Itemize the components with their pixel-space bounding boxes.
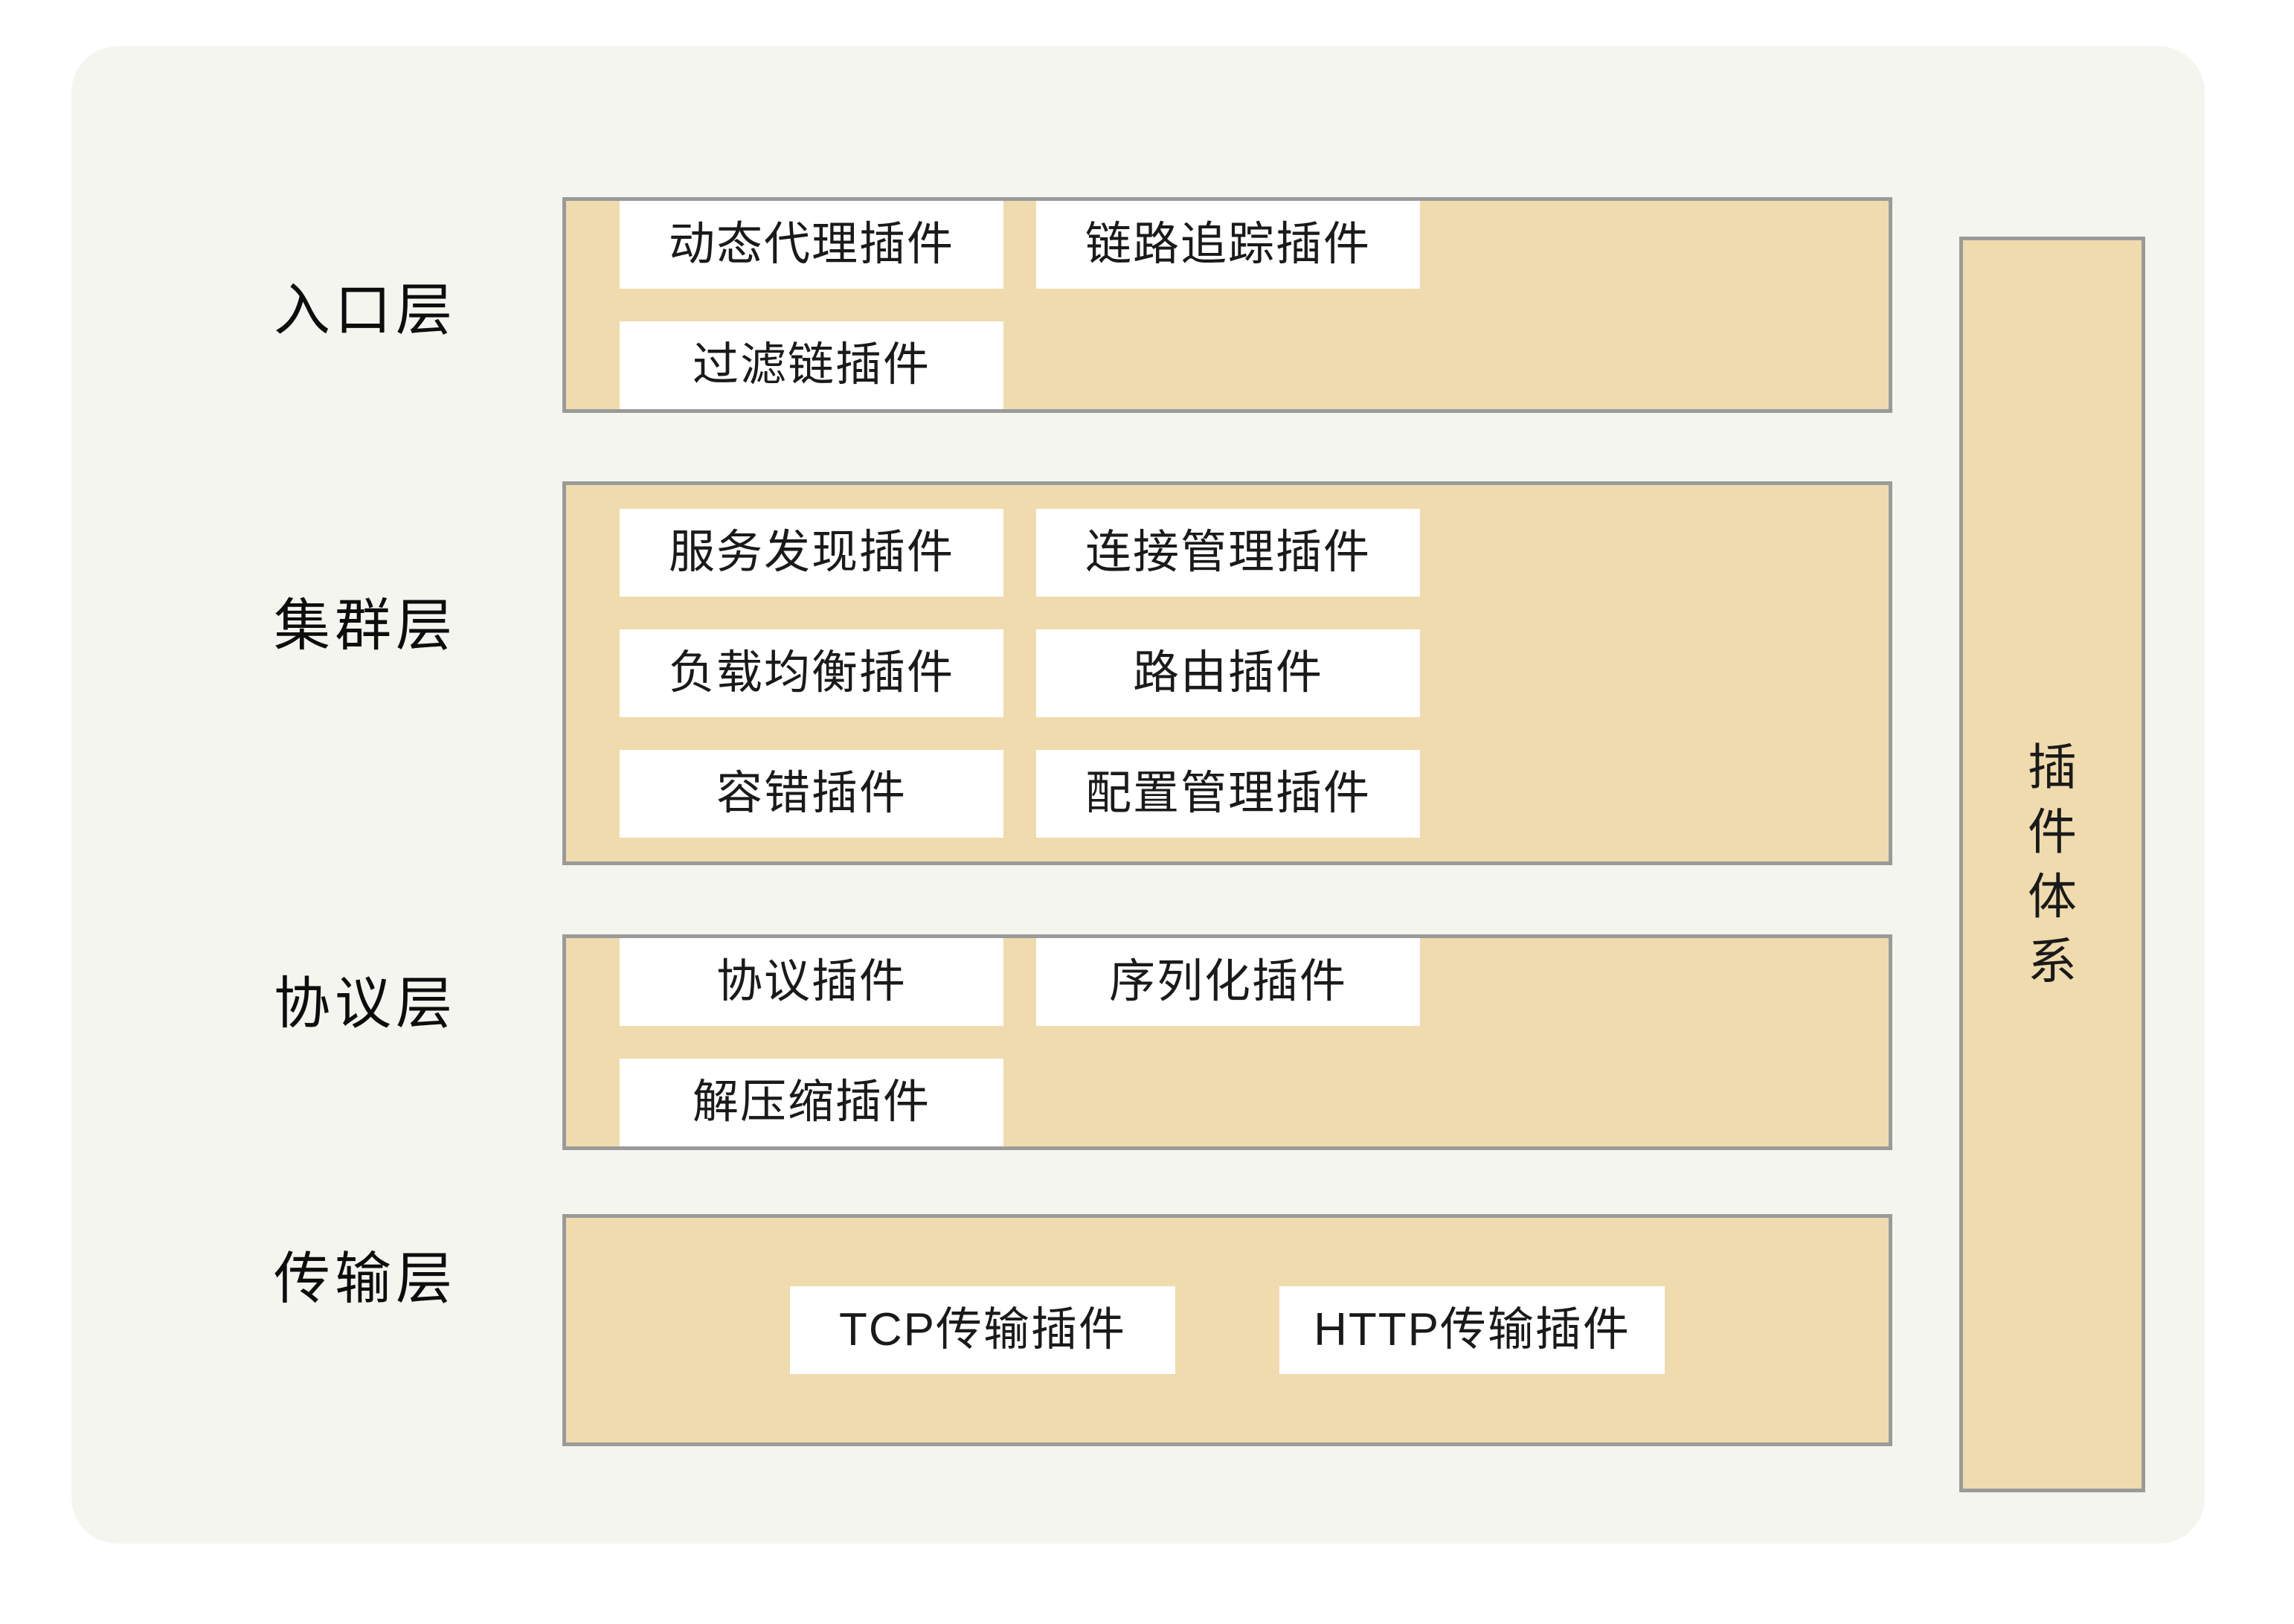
plugin-chip[interactable]: 容错插件 <box>620 750 1003 838</box>
plugin-system-column: 插 件 体 系 <box>1959 237 2145 1492</box>
plugin-chip[interactable]: 配置管理插件 <box>1036 750 1420 838</box>
layer-band-entry: 动态代理插件 链路追踪插件 过滤链插件 <box>562 197 1892 413</box>
layer-band-protocol: 协议插件 序列化插件 解压缩插件 <box>562 934 1892 1150</box>
layer-label-protocol: 协议层 <box>274 972 457 1036</box>
plugin-chip[interactable]: 链路追踪插件 <box>1036 201 1420 289</box>
plugin-system-label: 插 件 体 系 <box>2028 739 2077 989</box>
layer-label-transport: 传输层 <box>274 1248 457 1311</box>
layer-band-cluster: 服务发现插件 连接管理插件 负载均衡插件 路由插件 容错插件 配置管理插件 <box>562 481 1892 865</box>
plugin-chip[interactable]: 过滤链插件 <box>620 321 1003 409</box>
diagram-card: 入口层 动态代理插件 链路追踪插件 过滤链插件 集群层 服务发现插件 连接管理插… <box>71 46 2205 1544</box>
chip-grid-entry: 动态代理插件 链路追踪插件 过滤链插件 <box>566 201 1889 409</box>
plugin-chip[interactable]: 服务发现插件 <box>620 509 1003 597</box>
plugin-chip[interactable]: 连接管理插件 <box>1036 509 1420 597</box>
plugin-chip[interactable]: TCP传输插件 <box>790 1286 1175 1374</box>
plugin-chip[interactable]: 协议插件 <box>620 938 1003 1026</box>
plugin-chip[interactable]: 动态代理插件 <box>620 201 1003 289</box>
plugin-chip[interactable]: 负载均衡插件 <box>620 629 1003 717</box>
layer-band-transport: TCP传输插件 HTTP传输插件 <box>562 1214 1892 1446</box>
chip-grid-protocol: 协议插件 序列化插件 解压缩插件 <box>566 938 1889 1146</box>
plugin-chip[interactable]: 序列化插件 <box>1036 938 1420 1026</box>
layer-label-cluster: 集群层 <box>274 594 457 658</box>
plugin-chip[interactable]: 解压缩插件 <box>620 1059 1003 1146</box>
plugin-chip[interactable]: HTTP传输插件 <box>1279 1286 1665 1374</box>
chip-grid-cluster: 服务发现插件 连接管理插件 负载均衡插件 路由插件 容错插件 配置管理插件 <box>566 485 1889 861</box>
layer-label-entry: 入口层 <box>274 279 457 342</box>
plugin-chip[interactable]: 路由插件 <box>1036 629 1420 717</box>
chip-grid-transport: TCP传输插件 HTTP传输插件 <box>566 1218 1889 1442</box>
